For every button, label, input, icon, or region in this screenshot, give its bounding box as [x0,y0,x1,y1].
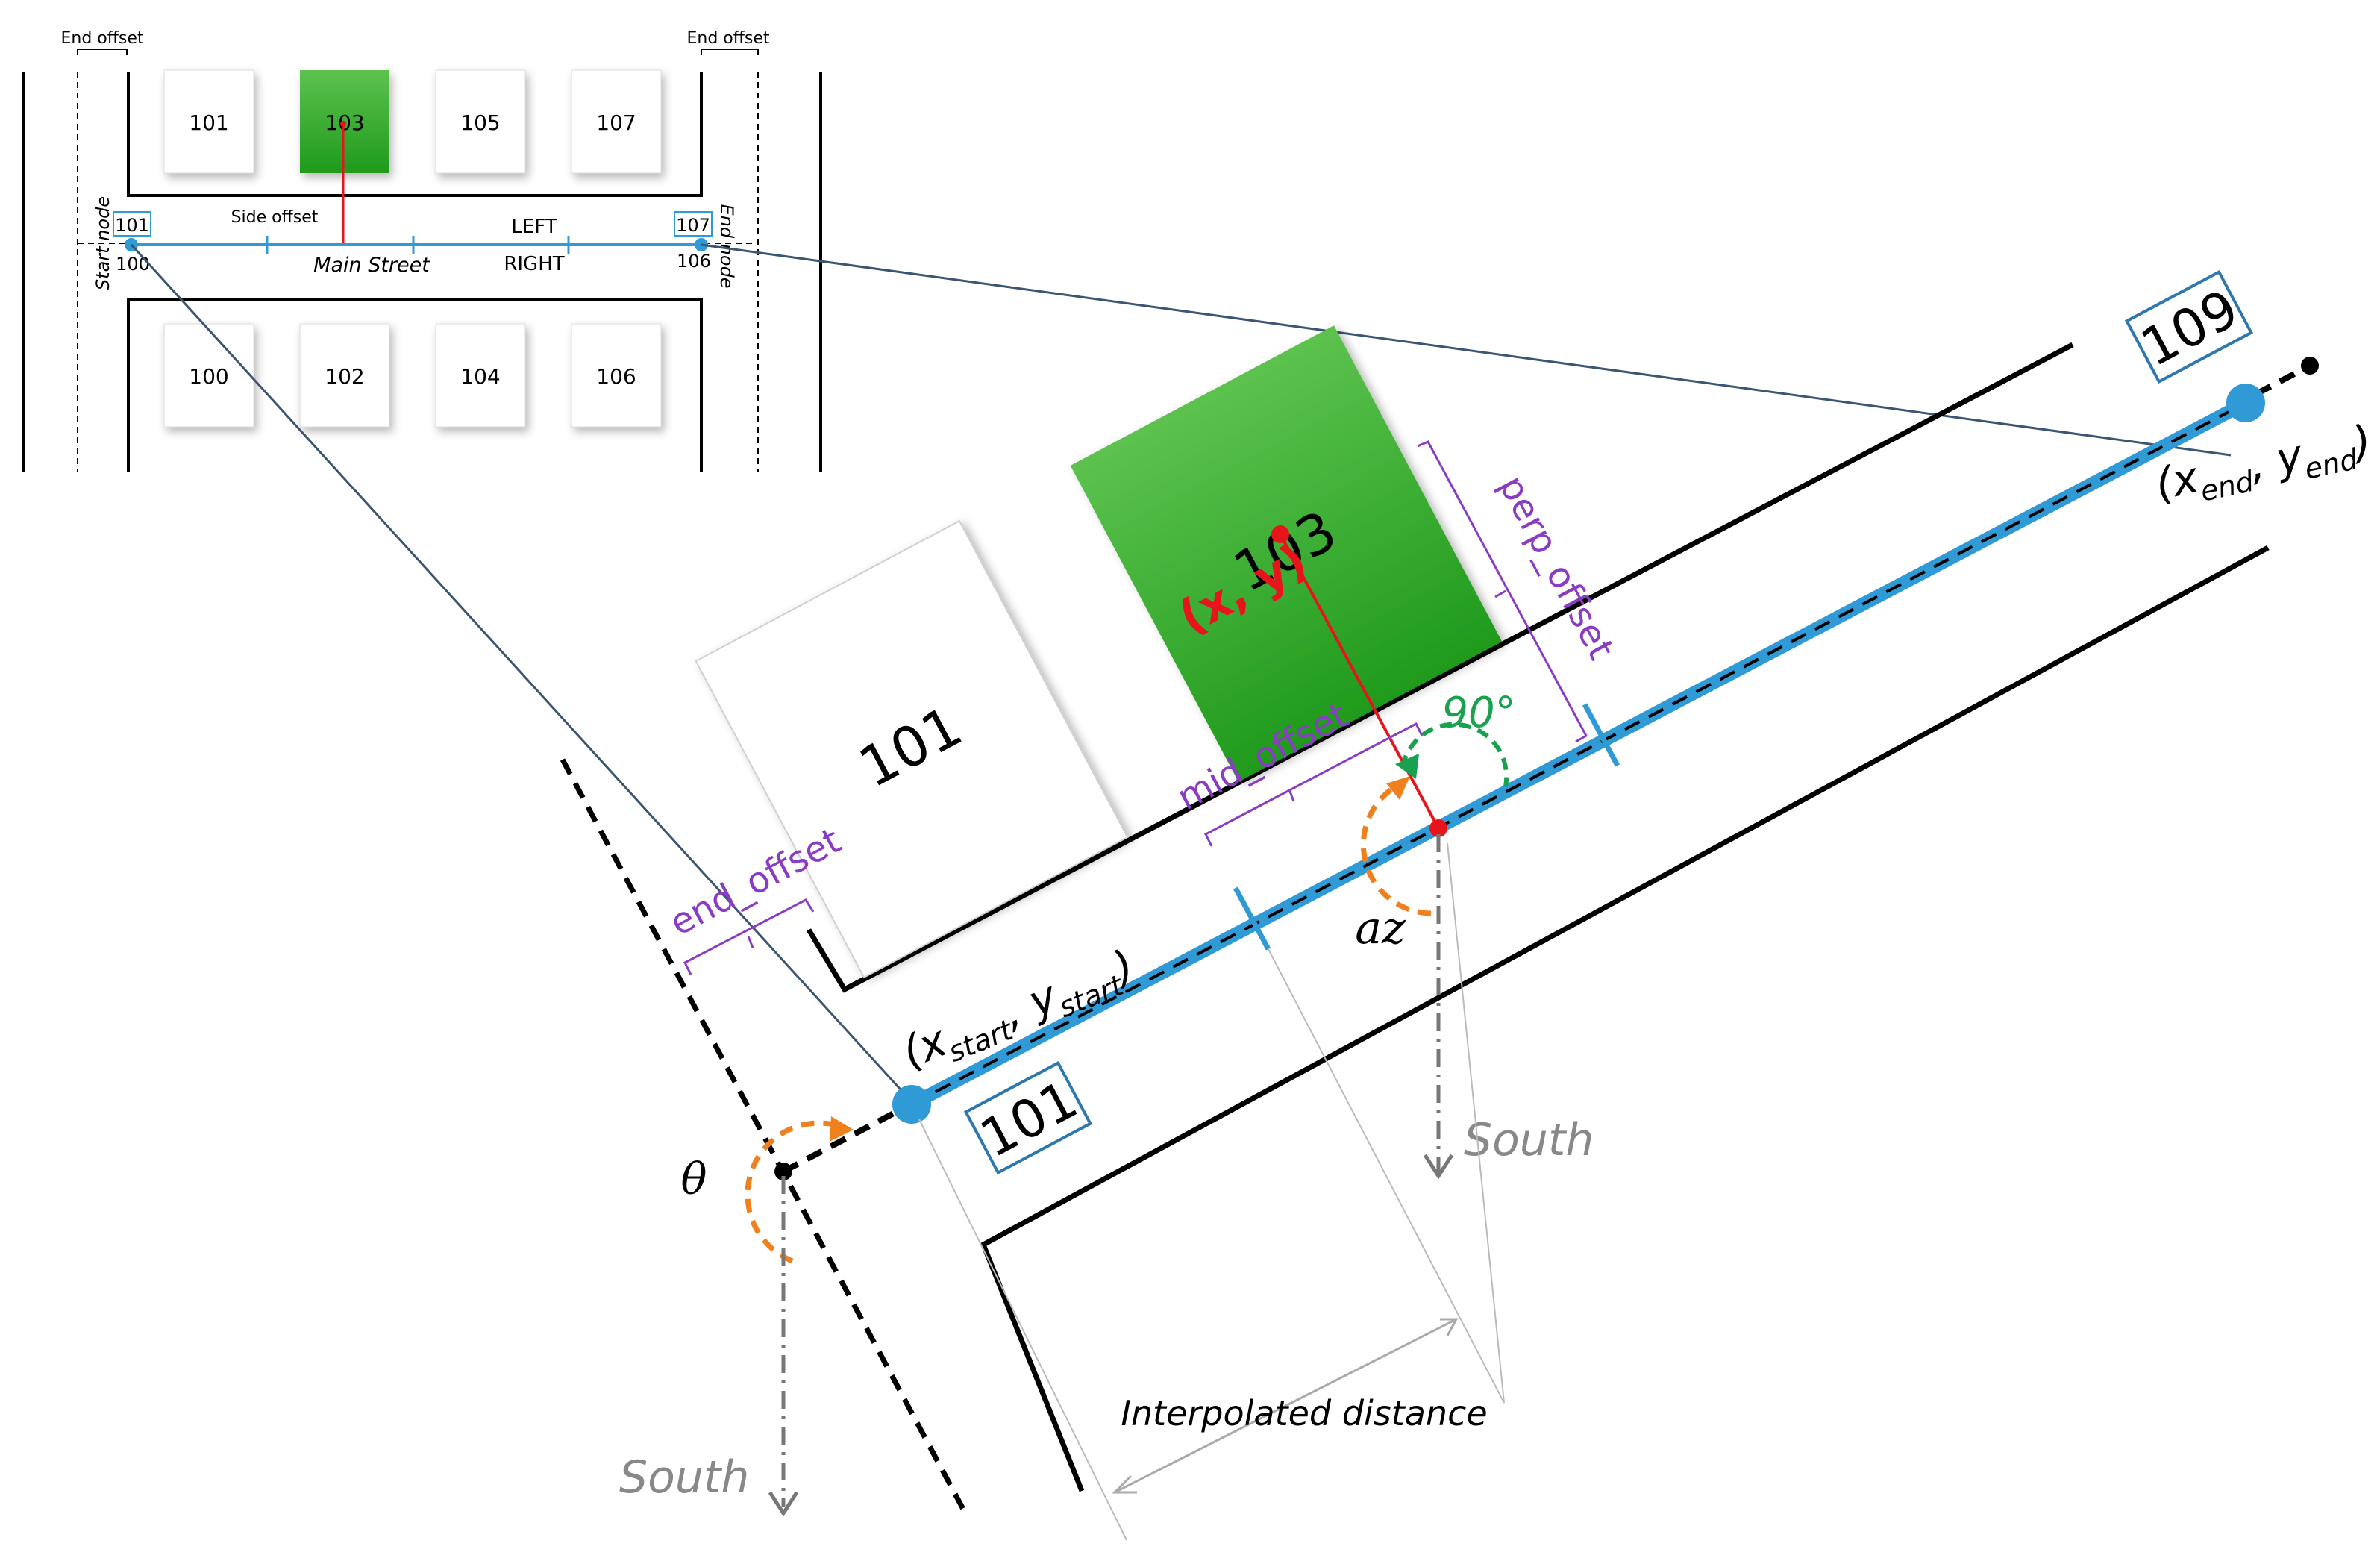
inset-lot-label: 107 [596,110,636,135]
lot-point-dot [1271,525,1289,543]
inset-start-node-label: Start node [93,196,113,290]
inset-lot-106 [571,323,662,428]
perp-offset-bracket-tick [1494,589,1506,598]
offset-brackets [683,440,1588,975]
start-coordinate: (xstart, ystart) [895,939,1144,1084]
start-perpendicular-dashed [560,758,968,1515]
theta-arrowhead [830,1116,854,1142]
inset-lot-107 [571,69,662,174]
inset-lot-label: 106 [596,364,636,389]
start-node-dot [892,1085,931,1124]
theta-pivot-dot [774,1163,792,1180]
interp-guide-start [918,1119,1127,1541]
street-tick [1233,886,1271,951]
inset-end-offset-bracket-left [77,49,128,55]
interpolated-point-dot [1429,819,1447,837]
inset-lot-point [340,121,346,127]
interp-arrowhead-left [1112,1474,1137,1494]
inset-right-label: RIGHT [504,253,564,275]
end-number-rect [2124,269,2254,384]
end-node-dot [2226,384,2265,422]
lot-101-rect [695,519,1129,979]
inset-lot-100 [163,323,254,428]
inset-lot-label: 100 [189,364,228,389]
mid-offset-bracket [1204,722,1424,847]
inset-lot-105 [435,69,526,174]
inset-end-offset-label-right: End offset [686,29,769,48]
interp-distance-arrow [1114,1318,1457,1494]
inset-lot-label: 101 [189,110,228,135]
inset-lot-102 [299,323,390,428]
inset-end-right-number: 106 [677,251,711,272]
inset-lot-label: 104 [460,364,500,389]
inset-end-offset-label-left: End offset [60,29,143,48]
inset-start-left-number-box [113,211,151,237]
inset-end-offset-bracket-right [701,49,759,55]
block-boundary-left-side [806,342,2074,993]
inset-left-label: LEFT [511,216,557,238]
inset-start-right-number: 100 [116,254,150,275]
south-label-1: South [1464,1114,1594,1166]
start-number-box: 101 [963,1060,1093,1175]
inset-start-left-number: 101 [115,215,149,236]
start-number-rect [963,1060,1093,1175]
lot-103-rect [1070,325,1503,782]
azimuth-label: az [1355,902,1406,954]
right-angle-label: 90° [1441,689,1515,737]
inset-map: End offset End offset 101 103 105 107 10… [22,29,822,472]
inset-end-left-number: 107 [676,215,710,236]
perp-offset-label: perp_offset [1491,469,1622,666]
inset-lot-label: 102 [325,364,364,389]
end-number-box: 109 [2124,269,2254,384]
callout-line-end [701,243,2232,457]
end-offset-bracket [683,898,815,975]
inset-street-name: Main Street [313,254,430,277]
start-coordinate-text: (xstart, ystart) [895,939,1144,1084]
south-arrowhead-2 [768,1491,799,1517]
inset-lot-104 [435,323,526,428]
end-offset-bracket-tick [747,936,754,948]
mid-offset-bracket-tick [1288,789,1295,802]
inset-lot-101 [163,69,254,174]
perp-offset-bracket [1417,440,1588,743]
interp-guide-point [1447,842,1505,1404]
street-extension-end-dot [2301,357,2319,375]
theta-label: θ [681,1154,707,1204]
inset-bottom-block [127,298,703,472]
inset-top-block [127,72,703,197]
theta-arc [745,1120,848,1264]
lot-103-green: 103 [1070,325,1503,782]
lot-101-white: 101 [695,519,1129,979]
callout-line-start [130,243,909,1098]
main-diagram: 101 103 (x, y) 101 109 [560,269,2376,1541]
interpolated-distance-label: Interpolated distance [1121,1393,1487,1433]
inset-side-offset-label: Side offset [231,208,319,227]
inset-end-left-number-box [674,211,713,237]
street-tick [1582,703,1620,767]
block-boundary-right-side [980,545,2270,1492]
south-arrowhead-1 [1423,1154,1454,1180]
right-angle-arrowhead [1395,754,1419,779]
inset-lot-label: 105 [460,110,500,135]
azimuth-arrowhead [1386,776,1410,800]
perpendicular-line [1279,534,1440,829]
south-label-2: South [619,1451,749,1504]
street-centerline-dashed [911,401,2246,1106]
interp-guide-tick [1268,948,1505,1404]
interp-arrowhead-right [1440,1318,1459,1336]
azimuth-arc [1360,782,1432,916]
right-angle-arc [1400,722,1509,787]
